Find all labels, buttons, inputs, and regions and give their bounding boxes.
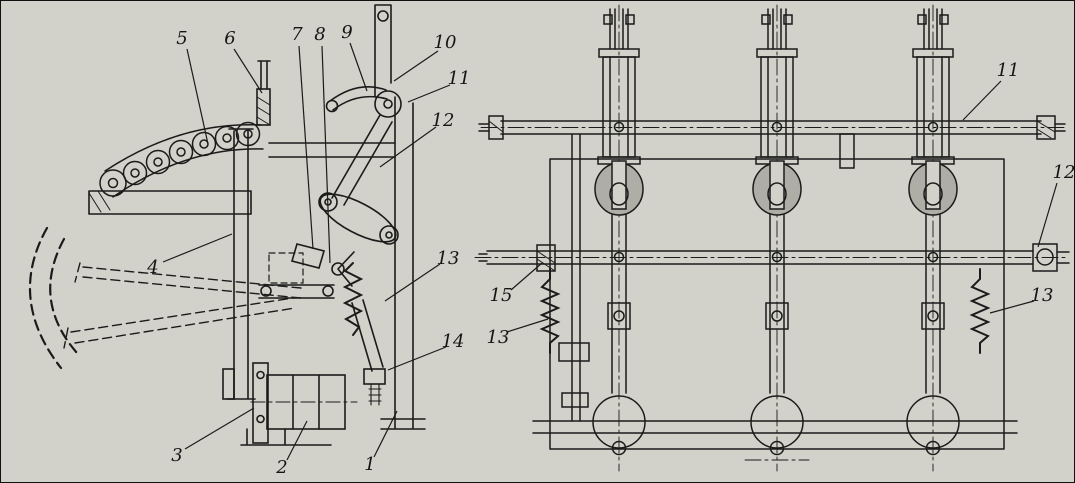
callout-11: 11 (447, 68, 471, 89)
callout-8: 8 (314, 24, 326, 45)
callout-4: 4 (147, 257, 159, 278)
latch-pin (256, 60, 271, 126)
lower-shaft (478, 243, 1070, 272)
callout-15: 15 (489, 285, 513, 306)
center-lines (474, 127, 1068, 461)
callout-13-right: 13 (1030, 285, 1054, 306)
spring (342, 262, 364, 336)
callout-14: 14 (441, 331, 465, 352)
callout-9: 9 (341, 22, 353, 43)
diagonal-link (331, 114, 393, 206)
callout-7: 7 (291, 24, 303, 45)
upper-shaft (478, 115, 1066, 169)
mounting-column (222, 128, 256, 400)
segmented-band (99, 121, 264, 198)
side-view-drawing (29, 4, 426, 446)
lower-rod-clevis (351, 299, 386, 406)
callout-10: 10 (433, 32, 457, 53)
drive-rods-dashed (63, 262, 302, 349)
latch-assembly (258, 243, 355, 299)
top-rod (268, 142, 396, 158)
callout-2: 2 (276, 457, 288, 478)
callout-13-left: 13 (486, 327, 510, 348)
callout-13: 13 (436, 248, 460, 269)
spring-right (969, 268, 991, 354)
callout-5: 5 (176, 28, 188, 49)
pole-1 (592, 4, 646, 472)
spring-left (539, 268, 561, 354)
callout-12: 12 (431, 110, 455, 131)
bottom-cylinder (240, 362, 358, 446)
handle-arc (29, 226, 79, 370)
callout-11-right: 11 (996, 60, 1020, 81)
pole-3 (906, 4, 960, 472)
left-hanger (536, 133, 590, 422)
leader-lines (162, 42, 1058, 461)
callout-1: 1 (364, 454, 376, 475)
callout-6: 6 (224, 28, 236, 49)
frame-plate (374, 4, 426, 430)
roller-and-strap (325, 86, 402, 118)
band-support-arm (88, 190, 252, 215)
callout-12-right: 12 (1052, 162, 1075, 183)
callout-3: 3 (171, 445, 183, 466)
pole-2 (750, 4, 804, 472)
front-view-drawing (474, 4, 1070, 472)
